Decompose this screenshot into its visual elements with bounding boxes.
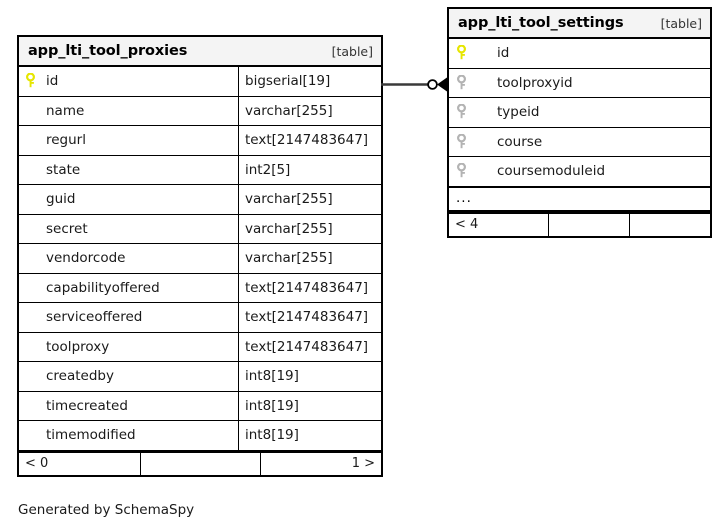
table-row[interactable]: coursemoduleid — [449, 157, 710, 187]
entity-table-app-lti-tool-proxies[interactable]: app_lti_tool_proxies [table] id bigseria… — [17, 35, 383, 477]
column-name-cell: name — [19, 97, 238, 126]
column-type-cell: int8[19] — [238, 421, 381, 450]
entity-table-app-lti-tool-settings[interactable]: app_lti_tool_settings [table] id toolpro… — [447, 7, 712, 238]
column-label: createdby — [46, 368, 114, 385]
column-label: timemodified — [46, 427, 136, 444]
foreign-key-icon — [457, 74, 477, 91]
table-header: app_lti_tool_proxies [table] — [19, 37, 381, 67]
column-type-cell: text[2147483647] — [238, 273, 381, 302]
column-label: capabilityoffered — [46, 279, 160, 296]
column-label: course — [497, 133, 543, 150]
column-name-cell: typeid — [449, 98, 710, 127]
table-row[interactable]: vendorcode varchar[255] — [19, 244, 381, 274]
table-row[interactable]: toolproxy text[2147483647] — [19, 332, 381, 362]
table-row[interactable]: id — [449, 39, 710, 69]
column-label: toolproxyid — [497, 74, 573, 91]
column-name-cell: toolproxy — [19, 333, 238, 362]
crows-foot-many-marker — [437, 77, 447, 92]
column-name-cell: id — [19, 67, 238, 96]
footer-prev-indicator[interactable]: < 4 — [455, 217, 479, 232]
column-label: name — [46, 102, 85, 119]
column-label: state — [46, 161, 81, 178]
table-row[interactable]: regurl text[2147483647] — [19, 126, 381, 156]
table-row[interactable]: serviceoffered text[2147483647] — [19, 303, 381, 333]
column-name-cell: createdby — [19, 362, 238, 391]
generated-by-caption: Generated by SchemaSpy — [18, 502, 195, 518]
column-type-cell: text[2147483647] — [238, 303, 381, 332]
column-name-cell: id — [449, 39, 710, 68]
footer-middle-cell — [140, 452, 259, 475]
column-type-cell: int2[5] — [238, 155, 381, 184]
column-label: coursemoduleid — [497, 163, 606, 180]
column-label: regurl — [46, 132, 86, 149]
foreign-key-icon — [457, 163, 477, 179]
column-type-cell: varchar[255] — [238, 244, 381, 273]
column-name-cell: timemodified — [19, 421, 238, 450]
primary-key-icon — [26, 73, 46, 89]
table-row[interactable]: name varchar[255] — [19, 96, 381, 126]
foreign-key-icon — [457, 133, 477, 150]
table-row[interactable]: toolproxyid — [449, 68, 710, 98]
table-kind-label: [table] — [660, 15, 702, 31]
table-footer: < 0 1 > — [19, 450, 381, 475]
table-row[interactable]: createdby int8[19] — [19, 362, 381, 392]
column-label: id — [46, 73, 59, 90]
column-name-cell: vendorcode — [19, 244, 238, 273]
table-footer: < 4 — [449, 211, 710, 236]
table-title: app_lti_tool_proxies — [28, 43, 188, 59]
column-name-cell: secret — [19, 215, 238, 244]
primary-key-icon — [457, 45, 477, 61]
table-row[interactable]: timecreated int8[19] — [19, 391, 381, 421]
footer-prev-indicator[interactable]: < 0 — [25, 456, 49, 471]
column-name-cell: regurl — [19, 126, 238, 155]
column-label: id — [497, 45, 510, 62]
column-label: vendorcode — [46, 250, 126, 267]
column-label: secret — [46, 220, 88, 237]
footer-next-indicator[interactable] — [629, 213, 710, 236]
column-type-cell: int8[19] — [238, 362, 381, 391]
table-row[interactable]: secret varchar[255] — [19, 214, 381, 244]
table-row[interactable]: typeid — [449, 98, 710, 128]
column-type-cell: bigserial[19] — [238, 67, 381, 96]
column-type-cell: varchar[255] — [238, 185, 381, 214]
column-name-cell: course — [449, 128, 710, 157]
column-type-cell: text[2147483647] — [238, 126, 381, 155]
table-row[interactable]: state int2[5] — [19, 155, 381, 185]
column-label: guid — [46, 191, 76, 208]
column-name-cell: guid — [19, 185, 238, 214]
foreign-key-icon — [457, 104, 477, 120]
footer-middle-cell — [548, 213, 629, 236]
column-name-cell: serviceoffered — [19, 303, 238, 332]
table-row[interactable]: id bigserial[19] — [19, 67, 381, 97]
column-name-cell: timecreated — [19, 392, 238, 421]
relationship-connector-proxies-to-settings[interactable] — [381, 72, 451, 98]
table-row[interactable]: timemodified int8[19] — [19, 421, 381, 451]
column-name-cell: toolproxyid — [449, 69, 710, 98]
column-label: toolproxy — [46, 338, 110, 355]
column-type-cell: text[2147483647] — [238, 332, 381, 361]
table-row[interactable]: guid varchar[255] — [19, 185, 381, 215]
column-type-cell: int8[19] — [238, 391, 381, 420]
table-title: app_lti_tool_settings — [458, 15, 624, 31]
column-label: timecreated — [46, 397, 128, 414]
table-row[interactable]: capabilityoffered text[2147483647] — [19, 273, 381, 303]
column-label: serviceoffered — [46, 309, 143, 326]
column-name-cell: coursemoduleid — [449, 157, 710, 186]
column-type-cell: varchar[255] — [238, 214, 381, 243]
footer-next-indicator[interactable]: 1 > — [259, 452, 381, 475]
cardinality-zero-circle — [427, 79, 438, 90]
column-type-cell: varchar[255] — [238, 96, 381, 125]
column-label: typeid — [497, 104, 540, 121]
column-name-cell: capabilityoffered — [19, 274, 238, 303]
column-name-cell: state — [19, 156, 238, 185]
table-row[interactable]: course — [449, 127, 710, 157]
more-columns-indicator: ... — [449, 186, 710, 212]
table-header: app_lti_tool_settings [table] — [449, 9, 710, 39]
table-kind-label: [table] — [331, 43, 373, 59]
